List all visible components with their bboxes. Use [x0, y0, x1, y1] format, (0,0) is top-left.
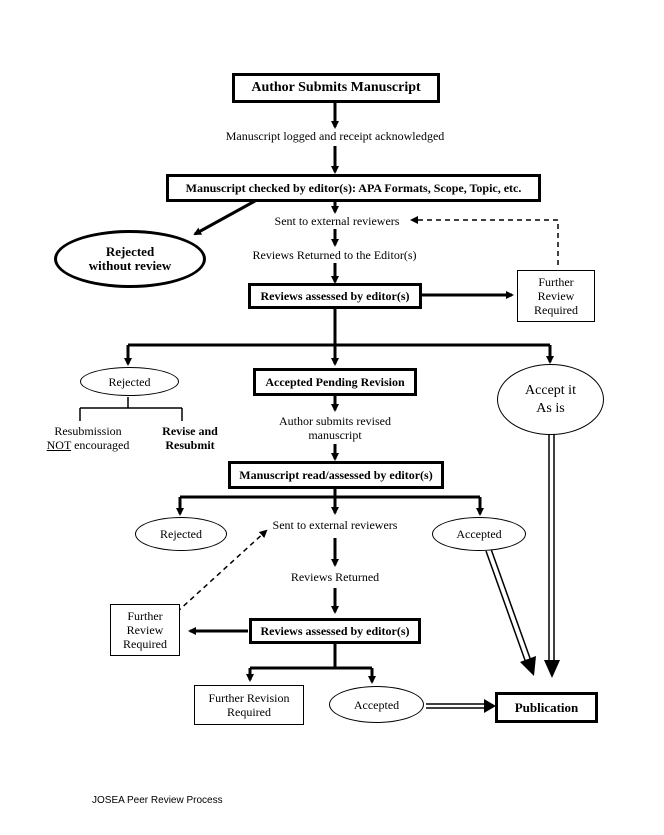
node-further-revision-required: Further Revision Required: [194, 685, 304, 725]
label-reviews-returned-editor: Reviews Returned to the Editor(s): [252, 248, 417, 262]
node-rejected-without-review: Rejected without review: [54, 230, 206, 288]
label-author-submits-revised: Author submits revised manuscript: [279, 414, 391, 442]
dashed-feedback-1: [410, 216, 559, 265]
node-reviews-assessed-2: Reviews assessed by editor(s): [249, 618, 421, 644]
node-manuscript-read: Manuscript read/assessed by editor(s): [228, 461, 444, 489]
arrow-checked-to-rejected: [193, 199, 256, 236]
node-accepted-1: Accepted: [432, 517, 526, 551]
node-author-submits: Author Submits Manuscript: [232, 73, 440, 103]
footer-caption: JOSEA Peer Review Process: [92, 795, 223, 806]
label-sent-to-external-1: Sent to external reviewers: [274, 214, 400, 228]
arrowhead-accept-as-is-to-publication: [544, 660, 560, 678]
node-rejected-1: Rejected: [80, 367, 179, 396]
node-checked-by-editor: Manuscript checked by editor(s): APA For…: [166, 174, 541, 202]
label-manuscript-logged: Manuscript logged and receipt acknowledg…: [225, 129, 445, 143]
node-further-review-1: Further Review Required: [517, 270, 595, 322]
arrowhead-accepted2-to-publication: [484, 699, 496, 713]
node-further-review-2: Further Review Required: [110, 604, 180, 656]
label-revise-and-resubmit: Revise and Resubmit: [162, 424, 218, 452]
dashed-feedback-2: [176, 529, 268, 613]
node-accepted-pending-revision: Accepted Pending Revision: [253, 368, 417, 396]
node-reviews-assessed-1: Reviews assessed by editor(s): [248, 283, 422, 309]
node-rejected-2: Rejected: [135, 517, 227, 551]
arrowhead-accepted-to-publication: [520, 656, 536, 676]
node-accepted-2: Accepted: [329, 686, 424, 723]
node-publication: Publication: [495, 692, 598, 723]
label-sent-to-external-2: Sent to external reviewers: [272, 518, 398, 532]
label-reviews-returned: Reviews Returned: [290, 570, 380, 584]
label-resubmission-not-encouraged: Resubmission NOT encouraged: [46, 424, 130, 452]
node-accept-as-is: Accept it As is: [497, 364, 604, 435]
